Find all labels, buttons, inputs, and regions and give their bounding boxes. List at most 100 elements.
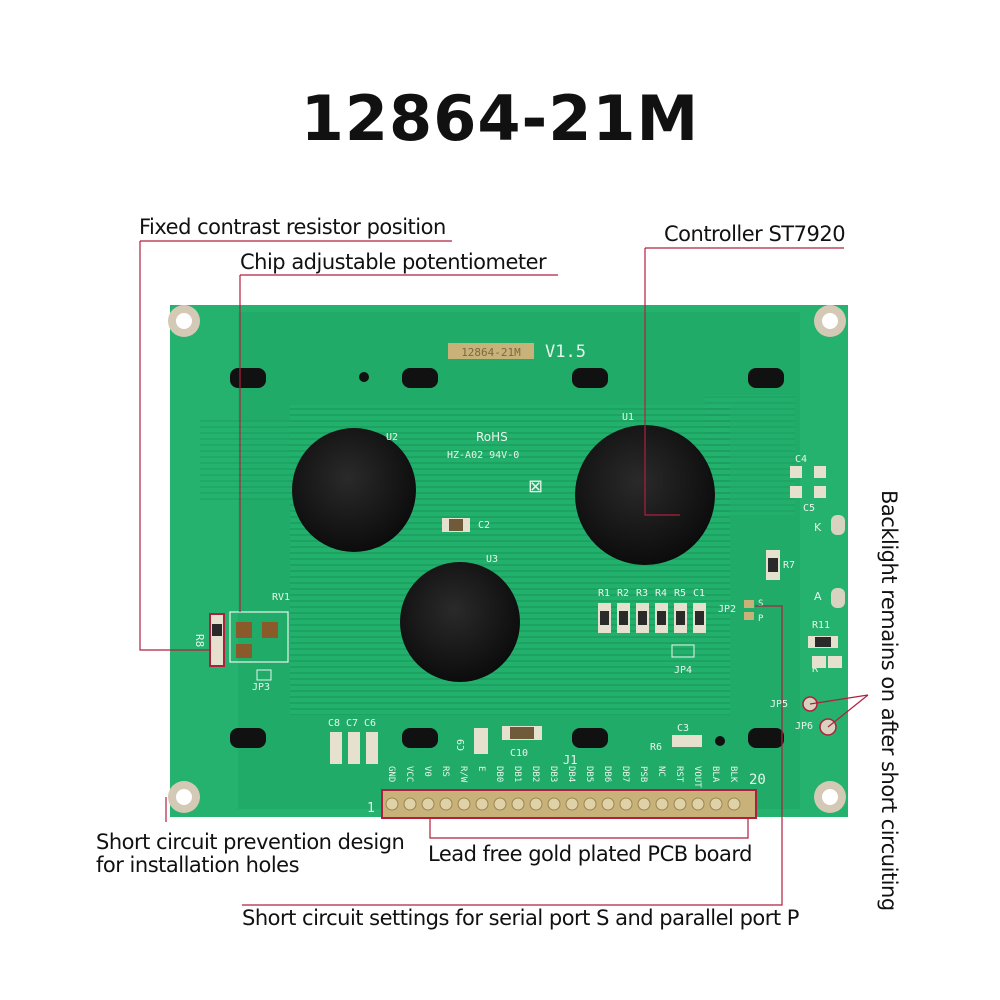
component-label: R6: [650, 742, 662, 753]
pin-pad: [457, 797, 471, 811]
potentiometer-rv1: [229, 611, 289, 663]
component-label: S: [758, 599, 763, 609]
callout-potentiometer: Chip adjustable potentiometer: [240, 250, 547, 274]
component-label: P: [758, 614, 764, 624]
callout-backlight: Backlight remains on after short circuit…: [877, 490, 901, 911]
cert-label: HZ-A02 94V-0: [447, 450, 519, 461]
pin-label: GND: [386, 766, 396, 782]
pin-label: BLK: [728, 766, 738, 783]
component-label: JP2: [718, 604, 736, 615]
model-label: 12864-21M: [461, 346, 521, 359]
component-label: C2: [478, 520, 490, 531]
pin-label: DB3: [548, 766, 558, 782]
pin-label: DB2: [530, 766, 540, 782]
pin-label: DB5: [584, 766, 594, 782]
capacitors-c6-c8: [330, 732, 378, 764]
pin-pad: [493, 797, 507, 811]
component-label: C6: [364, 718, 376, 729]
pin-pad: [709, 797, 723, 811]
model-label-plate: [448, 343, 534, 359]
pin-pad: [727, 797, 741, 811]
mounting-hole: [814, 305, 846, 337]
pin-pad: [529, 797, 543, 811]
pin-label: RS: [440, 766, 450, 777]
chip-u3-blob: [400, 562, 520, 682]
pin-number-first: 1: [367, 801, 375, 816]
resistor-label: C1: [693, 588, 705, 599]
resistor-r8: [209, 613, 225, 667]
component-label: J1: [563, 753, 577, 767]
jumper-jp2: [744, 600, 754, 608]
mounting-hole: [168, 305, 200, 337]
pin-label: E: [476, 766, 486, 771]
component-label: C8: [328, 718, 340, 729]
callout-holes-line1: Short circuit prevention design: [96, 830, 405, 854]
capacitors-c4-c5: [790, 466, 826, 498]
component-label: R: [812, 664, 819, 675]
version-label: V1.5: [545, 342, 586, 362]
pin-pad: [637, 797, 651, 811]
chip-label: U2: [386, 432, 398, 443]
pin-pad: [403, 797, 417, 811]
pin-label: DB7: [620, 766, 630, 782]
component-label: JP3: [252, 682, 270, 693]
pin-pad: [619, 797, 633, 811]
capacitor-c3: [672, 735, 702, 747]
pin-pad: [583, 797, 597, 811]
component-label: C10: [510, 748, 528, 759]
component-label: C3: [677, 723, 689, 734]
pin-label: DB1: [512, 766, 522, 782]
rohs-label: RoHS: [476, 430, 508, 444]
callout-lines: [139, 240, 869, 906]
pin-pad: [655, 797, 669, 811]
pin-label: RST: [674, 766, 684, 783]
pin-label: VCC: [404, 766, 414, 782]
frame-clips: [230, 368, 784, 748]
chip-label: U3: [486, 554, 498, 565]
component-label: C9: [456, 739, 467, 751]
pin-pad: [601, 797, 615, 811]
resistor-label: R3: [636, 588, 648, 599]
chip-label: U1: [622, 412, 634, 423]
mounting-hole: [168, 781, 200, 813]
resistor-label: R4: [655, 588, 667, 599]
component-label: RV1: [272, 592, 290, 603]
weee-icon: ⊠: [528, 476, 543, 497]
pin-number-last: 20: [749, 772, 766, 788]
pin-pad: [547, 797, 561, 811]
pin-pad: [673, 797, 687, 811]
pin-pad: [421, 797, 435, 811]
pin-label: VOUT: [692, 766, 702, 788]
pin-label: DB4: [566, 766, 576, 782]
callout-pcb-board: Lead free gold plated PCB board: [428, 842, 752, 866]
pin-label: R/W: [458, 766, 468, 783]
pin-pad: [691, 797, 705, 811]
callout-controller: Controller ST7920: [664, 222, 846, 246]
callout-fixed-resistor: Fixed contrast resistor position: [139, 215, 446, 239]
pin-label: V0: [422, 766, 432, 777]
component-label: R7: [783, 560, 795, 571]
pin-label: DB6: [602, 766, 612, 782]
component-label: C4: [795, 454, 807, 465]
pin-label: BLA: [710, 766, 720, 783]
resistor-label: R1: [598, 588, 610, 599]
component-label: R8: [193, 634, 206, 647]
callout-holes-line2: for installation holes: [96, 853, 300, 877]
component-label: JP6: [795, 721, 813, 732]
pin-label: NC: [656, 766, 666, 777]
resistor-label: R2: [617, 588, 629, 599]
chip-u2-blob: [292, 428, 416, 552]
component-label: C7: [346, 718, 358, 729]
component-label: JP5: [770, 699, 788, 710]
pin-pad: [511, 797, 525, 811]
pin-pad: [565, 797, 579, 811]
pin-pad: [439, 797, 453, 811]
page-title: 12864-21M: [300, 82, 700, 155]
component-label: R11: [812, 620, 830, 631]
component-label: JP4: [674, 665, 692, 676]
pin-pad: [385, 797, 399, 811]
capacitor-c9: [474, 728, 488, 754]
component-label: C5: [803, 503, 815, 514]
